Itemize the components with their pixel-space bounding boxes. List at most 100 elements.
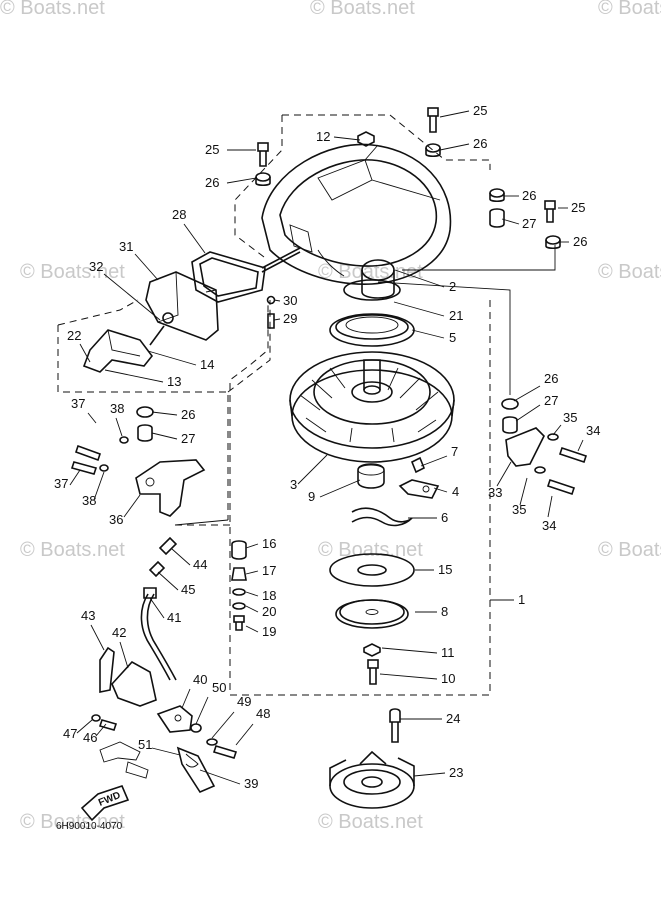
leader-line: [515, 404, 541, 422]
part-number-label: 21: [449, 308, 463, 323]
leader-line: [151, 747, 181, 756]
watermark-text: © Boats.net: [20, 539, 125, 561]
leader-line: [134, 253, 159, 281]
connector-lines: [174, 245, 556, 526]
leader-line: [90, 624, 105, 651]
part-number-label: 11: [441, 645, 455, 660]
leader-line: [552, 424, 562, 436]
leader-line: [103, 273, 161, 321]
part-number-label: 28: [172, 207, 186, 222]
watermark-text: © Boats.net: [318, 811, 423, 833]
center-fastener-stack: [231, 540, 247, 631]
leader-line: [319, 479, 361, 498]
leader-line: [433, 487, 448, 493]
leader-line: [199, 769, 241, 785]
lockout-cable: [140, 536, 178, 681]
part-number-label: 50: [212, 680, 226, 695]
friction-plates: [329, 553, 415, 685]
part-number-label: 45: [181, 582, 195, 597]
part-number-label: 25: [205, 142, 219, 157]
part-number-label: 3: [290, 477, 297, 492]
leader-line: [151, 432, 178, 440]
leader-line: [519, 477, 528, 506]
part-number-label: 31: [119, 239, 133, 254]
watermark-text: © Boats.net: [20, 811, 125, 833]
part-number-label: 13: [167, 374, 181, 389]
part-number-label: 35: [563, 410, 577, 425]
part-number-label: 4: [452, 484, 459, 499]
spring-components: [329, 279, 415, 347]
part-number-label: 12: [316, 129, 330, 144]
watermark-text: © Boats.net: [318, 261, 423, 283]
diagram-code: 6H90010-4070: [56, 821, 123, 832]
leader-line: [183, 223, 206, 254]
part-number-label: 9: [308, 489, 315, 504]
leader-line: [123, 494, 141, 518]
part-number-label: 29: [283, 311, 297, 326]
leader-line: [577, 439, 584, 452]
leader-line: [333, 136, 361, 141]
part-number-label: 34: [542, 518, 556, 533]
leader-line: [273, 299, 281, 302]
part-number-label: 42: [112, 625, 126, 640]
leader-line: [501, 218, 520, 225]
leader-line: [245, 591, 259, 597]
leader-line: [235, 723, 254, 746]
watermark-layer: © Boats.net © Boats.net © Boats.net © Boats…: [0, 0, 661, 833]
starter-pulley-cup: [329, 708, 415, 809]
leader-line: [273, 318, 281, 321]
leader-line: [195, 696, 209, 725]
watermark-text: © Boats.net: [20, 261, 125, 283]
part-number-label: 10: [441, 671, 455, 686]
part-number-label: 27: [522, 216, 536, 231]
part-number-label: 30: [283, 293, 297, 308]
part-number-label: 1: [518, 592, 525, 607]
part-number-label: 26: [205, 175, 219, 190]
watermark-text: © Boats.net: [598, 261, 661, 283]
leader-lines: [69, 110, 584, 785]
watermark-text: © Boats.net: [0, 0, 105, 19]
part-number-label: 26: [181, 407, 195, 422]
part-number-label: 34: [586, 423, 600, 438]
part-number-label: 25: [473, 103, 487, 118]
part-number-label: 24: [446, 711, 460, 726]
leader-line: [513, 385, 541, 402]
leader-line: [439, 110, 470, 118]
leader-line: [413, 772, 446, 777]
part-number-label: 7: [451, 444, 458, 459]
part-number-label: 44: [193, 557, 207, 572]
part-number-label: 33: [488, 485, 502, 500]
part-number-label: 25: [571, 200, 585, 215]
lockout-linkage: [91, 646, 238, 794]
part-number-label: 8: [441, 604, 448, 619]
part-number-label: 18: [262, 588, 276, 603]
leader-line: [439, 143, 470, 151]
drive-pawl-parts: [351, 456, 440, 527]
leader-line: [76, 719, 93, 734]
leader-line: [147, 350, 197, 366]
part-number-label: 27: [181, 431, 195, 446]
leader-line: [496, 461, 512, 487]
leader-line: [226, 177, 257, 184]
leader-line: [149, 597, 165, 619]
part-number-label: 26: [544, 371, 558, 386]
part-number-label: 48: [256, 706, 270, 721]
leader-line: [245, 625, 259, 633]
part-number-label: 26: [573, 234, 587, 249]
watermark-text: © Boats.net: [310, 0, 415, 19]
part-number-label: 47: [63, 726, 77, 741]
leader-line: [157, 571, 179, 591]
part-number-label: 22: [67, 328, 81, 343]
part-number-label: 35: [512, 502, 526, 517]
part-number-label: 15: [438, 562, 452, 577]
leader-line: [104, 369, 164, 383]
part-number-label: 46: [83, 730, 97, 745]
part-number-label: 26: [522, 188, 536, 203]
leader-line: [181, 688, 191, 709]
assembly-boundary: [57, 114, 491, 696]
leader-line: [115, 417, 123, 437]
part-number-label: 32: [89, 259, 103, 274]
starter-handle: [82, 247, 301, 373]
part-number-label: 36: [109, 512, 123, 527]
